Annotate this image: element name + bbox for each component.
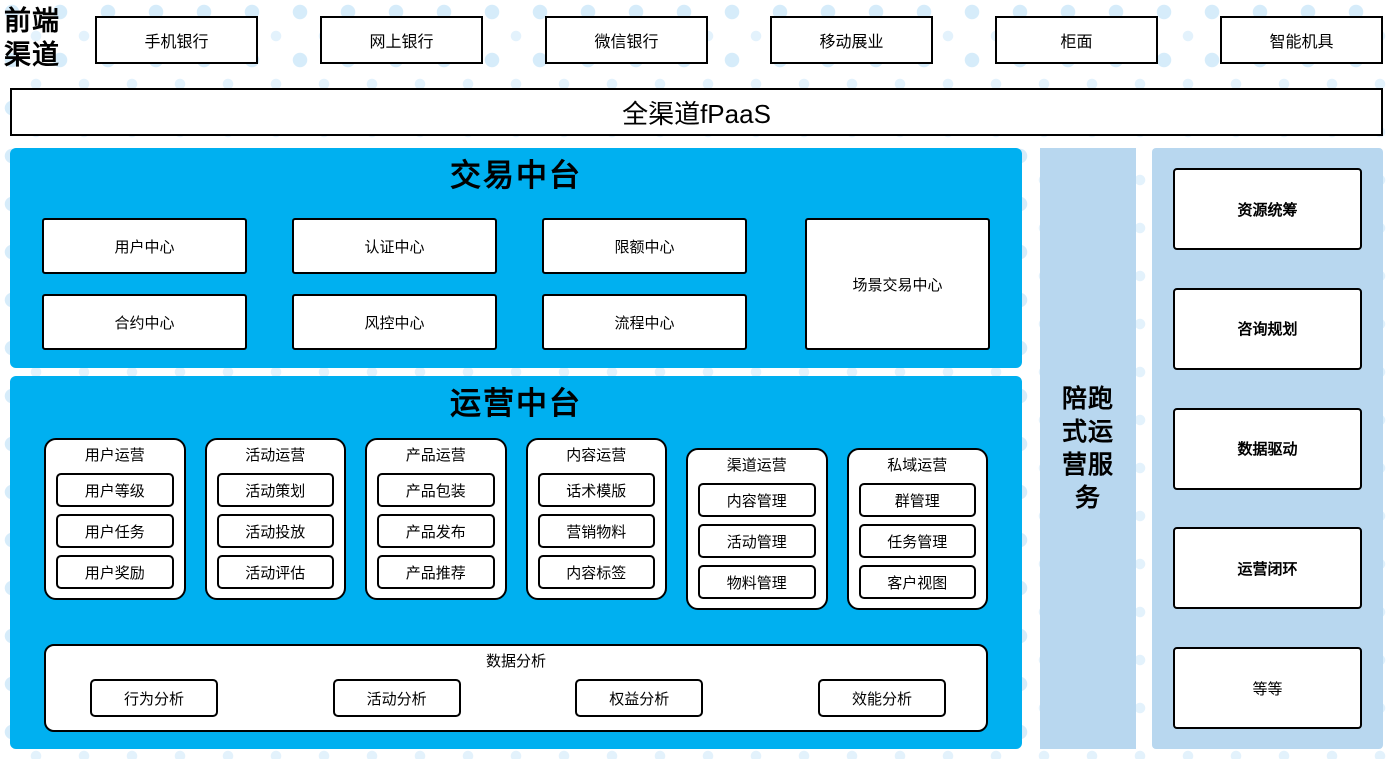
trade-box-process-center[interactable]: 流程中心 [542,294,747,350]
trade-box-contract-center[interactable]: 合约中心 [42,294,247,350]
ops-group-title: 用户运营 [84,447,145,464]
data-analysis-panel: 数据分析 行为分析 活动分析 权益分析 效能分析 [44,644,988,732]
ops-group-content-operations: 内容运营 话术模版 营销物料 内容标签 [525,438,667,600]
service-band-label: 陪跑式运营服务 [1061,384,1114,512]
channel-item-mobile-bank[interactable]: 手机银行 [95,16,258,64]
trade-platform-panel: 交易中台 用户中心 认证中心 限额中心 合约中心 风控中心 流程中心 场景交易中… [10,148,1022,368]
data-analysis-item-row: 行为分析 活动分析 权益分析 效能分析 [90,679,946,717]
value-card-consulting-planning[interactable]: 咨询规划 [1173,287,1362,370]
analysis-item-rights[interactable]: 权益分析 [575,679,704,717]
operations-group-row: 用户运营 用户等级 用户任务 用户奖励 活动运营 活动策划 活动投放 活动评估 … [44,438,988,632]
trade-box-risk-center[interactable]: 风控中心 [292,294,497,350]
ops-item-user-task[interactable]: 用户任务 [56,514,174,548]
ops-item-product-packaging[interactable]: 产品包装 [377,473,495,507]
channel-item-counter[interactable]: 柜面 [995,16,1158,64]
trade-platform-grid: 用户中心 认证中心 限额中心 合约中心 风控中心 流程中心 场景交易中心 [42,218,990,350]
ops-item-activity-management[interactable]: 活动管理 [698,524,816,558]
ops-item-product-recommendation[interactable]: 产品推荐 [377,555,495,589]
ops-item-script-template[interactable]: 话术模版 [537,473,655,507]
platform-column: 交易中台 用户中心 认证中心 限额中心 合约中心 风控中心 流程中心 场景交易中… [10,148,1022,749]
ops-item-user-reward[interactable]: 用户奖励 [56,555,174,589]
trade-box-user-center[interactable]: 用户中心 [42,218,247,274]
ops-item-content-management[interactable]: 内容管理 [698,483,816,517]
ops-item-product-release[interactable]: 产品发布 [377,514,495,548]
value-card-operation-closed-loop[interactable]: 运营闭环 [1173,527,1362,610]
ops-group-title: 私域运营 [887,457,948,474]
ops-group-title: 内容运营 [566,447,627,464]
operations-platform-panel: 运营中台 用户运营 用户等级 用户任务 用户奖励 活动运营 活动策划 活动投放 … [10,376,1022,749]
trade-box-limit-center[interactable]: 限额中心 [542,218,747,274]
value-card-column: 资源统筹 咨询规划 数据驱动 运营闭环 等等 [1152,148,1383,749]
trade-platform-title: 交易中台 [450,158,582,193]
ops-item-content-tag[interactable]: 内容标签 [537,555,655,589]
data-analysis-title: 数据分析 [485,653,546,670]
ops-item-material-management[interactable]: 物料管理 [698,565,816,599]
architecture-main-area: 交易中台 用户中心 认证中心 限额中心 合约中心 风控中心 流程中心 场景交易中… [10,148,1383,749]
ops-item-activity-planning[interactable]: 活动策划 [216,473,334,507]
channel-item-smart-machine[interactable]: 智能机具 [1220,16,1383,64]
ops-group-activity-operations: 活动运营 活动策划 活动投放 活动评估 [204,438,346,600]
accompanying-operation-service-band: 陪跑式运营服务 [1040,148,1136,749]
channel-item-wechat-bank[interactable]: 微信银行 [545,16,708,64]
ops-group-channel-operations: 渠道运营 内容管理 活动管理 物料管理 [686,448,828,610]
value-card-resource-coordination[interactable]: 资源统筹 [1173,168,1362,250]
analysis-item-efficiency[interactable]: 效能分析 [817,679,946,717]
operations-platform-title: 运营中台 [450,386,582,421]
ops-item-task-management[interactable]: 任务管理 [858,524,976,558]
ops-group-title: 活动运营 [245,447,306,464]
ops-item-activity-evaluation[interactable]: 活动评估 [216,555,334,589]
ops-group-private-domain-operations: 私域运营 群管理 任务管理 客户视图 [846,448,988,610]
trade-box-auth-center[interactable]: 认证中心 [292,218,497,274]
front-end-channel-row: 前端 渠道 手机银行 网上银行 微信银行 移动展业 柜面 智能机具 [0,0,1393,80]
ops-group-title: 渠道运营 [726,457,787,474]
value-card-etc[interactable]: 等等 [1173,647,1362,729]
value-card-data-driven[interactable]: 数据驱动 [1173,407,1362,490]
analysis-item-behavior[interactable]: 行为分析 [90,679,218,717]
channel-item-online-bank[interactable]: 网上银行 [320,16,483,64]
ops-group-product-operations: 产品运营 产品包装 产品发布 产品推荐 [365,438,507,600]
ops-item-marketing-material[interactable]: 营销物料 [537,514,655,548]
ops-item-group-management[interactable]: 群管理 [858,483,976,517]
omnichannel-fpaas-bar[interactable]: 全渠道fPaaS [10,88,1383,136]
ops-group-title: 产品运营 [405,447,466,464]
channel-button-group: 手机银行 网上银行 微信银行 移动展业 柜面 智能机具 [95,16,1383,64]
ops-item-customer-view[interactable]: 客户视图 [858,565,976,599]
ops-item-activity-delivery[interactable]: 活动投放 [216,514,334,548]
ops-group-user-operations: 用户运营 用户等级 用户任务 用户奖励 [44,438,186,600]
trade-box-scenario-transaction-center[interactable]: 场景交易中心 [805,218,990,350]
channel-item-mobile-business[interactable]: 移动展业 [770,16,933,64]
analysis-item-activity[interactable]: 活动分析 [332,679,461,717]
ops-item-user-level[interactable]: 用户等级 [56,473,174,507]
front-end-channel-label: 前端 渠道 [4,6,60,70]
